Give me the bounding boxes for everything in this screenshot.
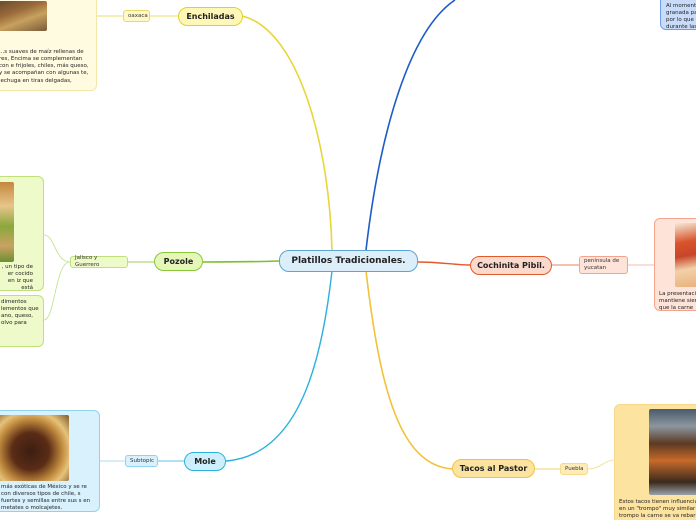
subtopic-tacos-tag-label: Puebla	[565, 465, 584, 472]
note-enchiladas-text: ...s suaves de maíz rellenas de res, Enc…	[0, 49, 89, 84]
subtopic-mole-tag[interactable]: Subtopic	[125, 455, 158, 467]
branch-tacos	[365, 270, 453, 470]
subtopic-tacos-tag[interactable]: Puebla	[560, 463, 588, 475]
topic-tacos-al-pastor-label: Tacos al Pastor	[459, 464, 528, 473]
note-mole-text: más exóticas de México y se re con diver…	[1, 484, 91, 512]
branch-cochinita	[417, 261, 471, 266]
topic-enchiladas-label: Enchiladas	[186, 12, 235, 21]
topic-pozole[interactable]: Pozole	[154, 252, 203, 271]
note-enchiladas[interactable]: ...s suaves de maíz rellenas de res, Enc…	[0, 0, 97, 91]
subtopic-pozole-tag-label: Jalisco y Guerrero	[75, 255, 100, 268]
mole-photo	[0, 415, 69, 481]
note-cochinita-text: La presentaci mantiene sien que la carne	[659, 291, 696, 311]
branch-enchiladas	[241, 15, 333, 253]
branch-top	[365, 0, 456, 251]
subtopic-mole-tag-label: Subtopic	[130, 457, 155, 464]
topic-cochinita-pibil-label: Cochinita Pibil.	[477, 261, 545, 270]
subtopic-cochinita-tag[interactable]: península de yucatan	[579, 256, 628, 274]
central-topic[interactable]: Platillos Tradicionales.	[279, 250, 418, 272]
pozole-photo	[0, 182, 14, 262]
branch-mole	[225, 270, 333, 462]
tacos-photo	[649, 409, 696, 495]
enchiladas-photo	[0, 1, 47, 31]
subbranch-pozole-note1	[43, 234, 71, 263]
note-pozole-2-text: dimentos lementos que ano, queso, olvo p…	[1, 299, 39, 327]
central-topic-label: Platillos Tradicionales.	[291, 256, 406, 266]
topic-mole-label: Mole	[194, 457, 216, 466]
subtopic-pozole-tag[interactable]: Jalisco y Guerrero	[70, 255, 128, 268]
note-mole[interactable]: más exóticas de México y se re con diver…	[0, 410, 100, 512]
topic-enchiladas[interactable]: Enchiladas	[178, 7, 243, 26]
cochinita-photo	[675, 223, 696, 287]
note-cochinita[interactable]: La presentaci mantiene sien que la carne	[654, 218, 696, 311]
note-top-right[interactable]: Al moment granada pa por lo que durante …	[660, 0, 696, 30]
subbranch-tacos-note	[587, 459, 615, 470]
topic-mole[interactable]: Mole	[184, 452, 226, 471]
note-pozole-2[interactable]: dimentos lementos que ano, queso, olvo p…	[0, 295, 44, 347]
subtopic-enchiladas-tag[interactable]: oaxaca	[123, 10, 150, 22]
subbranch-pozole-note2	[43, 261, 71, 321]
subtopic-cochinita-tag-label: península de yucatan	[584, 258, 620, 271]
note-pozole-1-text: , un tipo de er cocido en iz que está	[1, 264, 33, 291]
note-tacos[interactable]: Estos tacos tienen influencia en un "tro…	[614, 404, 696, 520]
note-pozole-1[interactable]: , un tipo de er cocido en iz que está	[0, 176, 44, 291]
topic-pozole-label: Pozole	[163, 257, 194, 266]
topic-cochinita-pibil[interactable]: Cochinita Pibil.	[470, 256, 552, 275]
note-top-right-text: Al moment granada pa por lo que durante …	[666, 3, 696, 30]
note-tacos-text: Estos tacos tienen influencia en un "tro…	[619, 499, 696, 520]
topic-tacos-al-pastor[interactable]: Tacos al Pastor	[452, 459, 535, 478]
branch-pozole	[202, 260, 281, 263]
subtopic-enchiladas-tag-label: oaxaca	[128, 12, 148, 19]
